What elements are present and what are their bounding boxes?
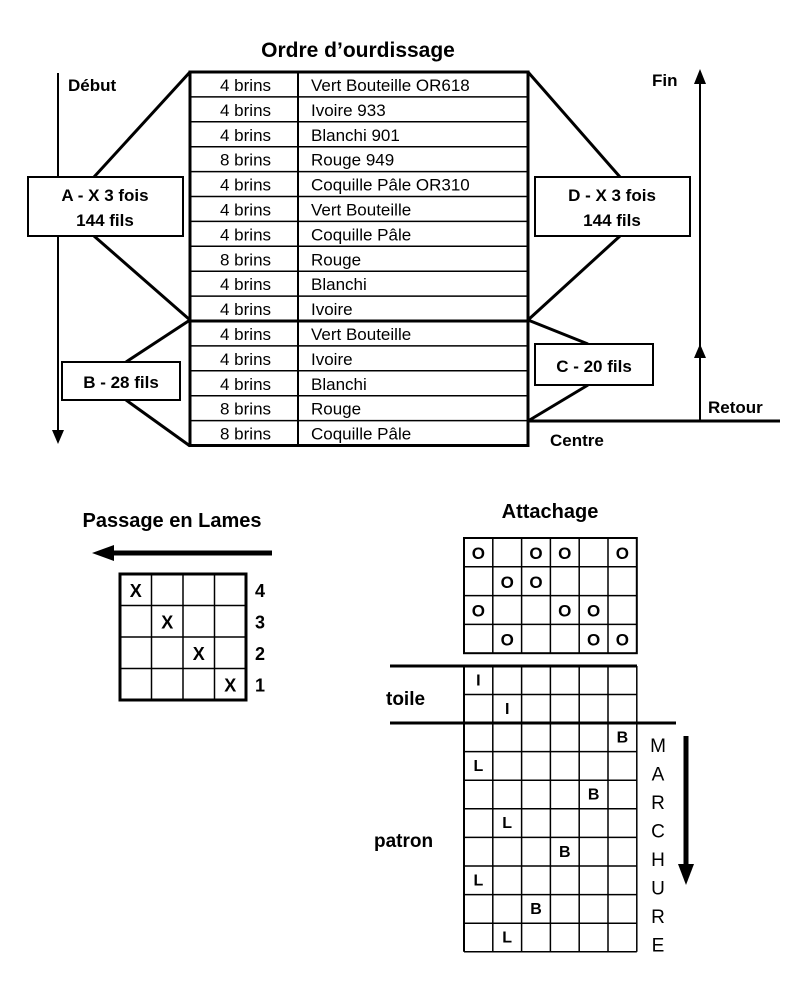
- warp-row-color: Blanchi 901: [311, 126, 400, 145]
- threading-mark: X: [130, 581, 142, 601]
- tieup-mark: O: [558, 602, 571, 621]
- warp-row-count: 8 brins: [220, 151, 271, 170]
- patron-mark: L: [502, 930, 512, 947]
- warp-row-count: 4 brins: [220, 375, 271, 394]
- marchure-letter: R: [651, 907, 665, 928]
- toile-label: toile: [386, 689, 425, 710]
- box-c-text: C - 20 fils: [556, 357, 632, 376]
- box-a-line2: 144 fils: [76, 211, 134, 230]
- marchure-letter: H: [651, 850, 665, 871]
- warp-row-color: Vert Bouteille: [311, 201, 411, 220]
- warp-row-count: 8 brins: [220, 400, 271, 419]
- tieup-mark: O: [501, 630, 514, 649]
- diagram-title: Ordre d’ourdissage: [261, 39, 455, 62]
- box-d: D - X 3 fois 144 fils: [534, 176, 691, 237]
- warp-row-color: Rouge 949: [311, 151, 394, 170]
- warp-row-color: Rouge: [311, 250, 361, 269]
- section-connectors: [92, 70, 622, 448]
- warp-row-count: 8 brins: [220, 250, 271, 269]
- warp-row-count: 4 brins: [220, 325, 271, 344]
- patron-mark: B: [530, 901, 542, 918]
- warp-row-count: 4 brins: [220, 350, 271, 369]
- warp-row-color: Coquille Pâle OR310: [311, 176, 470, 195]
- warp-row-color: Coquille Pâle: [311, 225, 411, 244]
- marchure-arrow-icon: [678, 736, 694, 885]
- marchure-letter: E: [652, 936, 665, 957]
- threading-mark: X: [224, 676, 236, 696]
- marchure-letter: R: [651, 793, 665, 814]
- box-a: A - X 3 fois 144 fils: [27, 176, 184, 237]
- warp-row-color: Ivoire: [311, 300, 353, 319]
- patron-mark: B: [559, 844, 571, 861]
- debut-arrow-icon: [52, 73, 64, 444]
- marchure-letter: M: [650, 736, 666, 757]
- shaft-number: 4: [255, 581, 265, 601]
- warp-row-count: 4 brins: [220, 101, 271, 120]
- patron-mark: L: [474, 758, 484, 775]
- tieup-mark: O: [529, 544, 542, 563]
- tieup-mark: O: [501, 573, 514, 592]
- box-b-text: B - 28 fils: [83, 373, 159, 392]
- toile-mark: I: [505, 701, 509, 718]
- warp-row-count: 4 brins: [220, 275, 271, 294]
- patron-mark: L: [474, 872, 484, 889]
- shaft-number: 3: [255, 613, 265, 633]
- tieup-mark: O: [529, 573, 542, 592]
- warp-row-count: 4 brins: [220, 76, 271, 95]
- tieup-mark: O: [616, 630, 629, 649]
- warp-row-color: Blanchi: [311, 375, 367, 394]
- warp-row-color: Ivoire: [311, 350, 353, 369]
- warp-row-count: 4 brins: [220, 225, 271, 244]
- warp-row-color: Vert Bouteille: [311, 325, 411, 344]
- box-d-line2: 144 fils: [583, 211, 641, 230]
- warp-row-count: 8 brins: [220, 425, 271, 444]
- tieup-mark: O: [472, 544, 485, 563]
- patron-mark: B: [588, 787, 600, 804]
- patron-label: patron: [374, 831, 433, 852]
- patron-mark: L: [502, 815, 512, 832]
- warp-row-color: Coquille Pâle: [311, 425, 411, 444]
- warp-row-count: 4 brins: [220, 126, 271, 145]
- fin-arrow-icon: [694, 69, 706, 421]
- warp-row-color: Ivoire 933: [311, 101, 386, 120]
- marchure-letter: U: [651, 879, 665, 900]
- marchure-letter: A: [652, 765, 665, 786]
- tieup-mark: O: [472, 602, 485, 621]
- box-a-line1: A - X 3 fois: [61, 186, 148, 205]
- shaft-number: 2: [255, 644, 265, 664]
- debut-label: Début: [68, 76, 117, 95]
- fin-label: Fin: [652, 71, 678, 90]
- threading-mark: X: [161, 613, 173, 633]
- warp-row-count: 4 brins: [220, 201, 271, 220]
- tieup-mark: O: [616, 544, 629, 563]
- marchure-letter: C: [651, 822, 665, 843]
- threading-arrow-icon: [92, 545, 272, 561]
- warp-row-color: Rouge: [311, 400, 361, 419]
- patron-mark: B: [617, 729, 629, 746]
- box-c: C - 20 fils: [534, 343, 654, 386]
- warp-row-count: 4 brins: [220, 300, 271, 319]
- box-b: B - 28 fils: [61, 361, 181, 401]
- warp-row-color: Blanchi: [311, 275, 367, 294]
- centre-label: Centre: [550, 431, 604, 450]
- box-d-line1: D - X 3 fois: [568, 186, 656, 205]
- tieup-title: Attachage: [502, 501, 599, 523]
- warp-row-color: Vert Bouteille OR618: [311, 76, 470, 95]
- shaft-number: 1: [255, 676, 265, 696]
- retour-label: Retour: [708, 398, 763, 417]
- treadling-grid: I I B L B L B L B L: [463, 666, 638, 953]
- toile-mark: I: [476, 672, 480, 689]
- warp-row-count: 4 brins: [220, 176, 271, 195]
- threading-mark: X: [193, 644, 205, 664]
- tieup-mark: O: [587, 602, 600, 621]
- tieup-mark: O: [587, 630, 600, 649]
- tieup-mark: O: [558, 544, 571, 563]
- threading-title: Passage en Lames: [83, 510, 262, 532]
